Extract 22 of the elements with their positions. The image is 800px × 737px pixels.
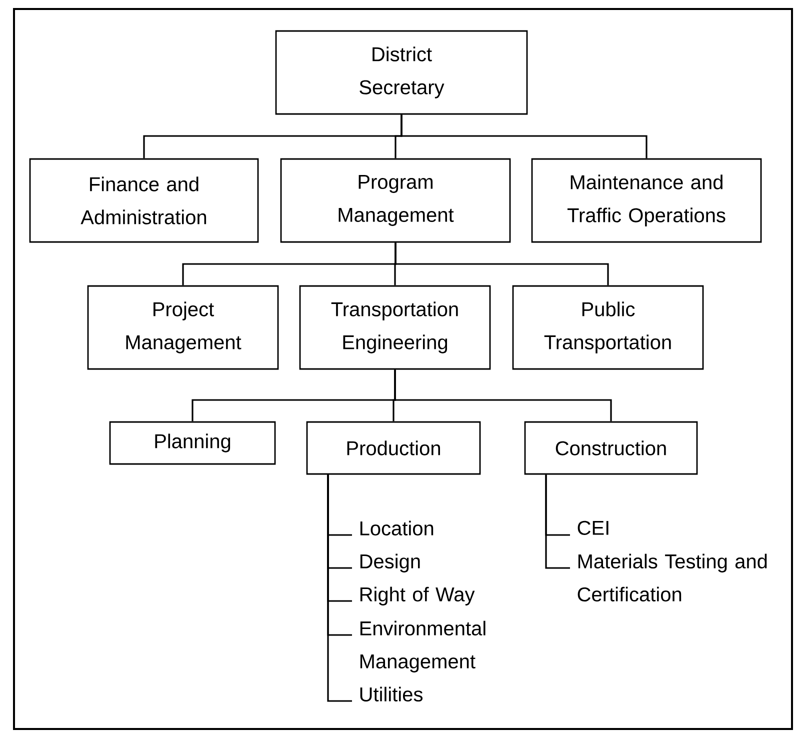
list-item: Materials Testing and Certification: [578, 554, 767, 602]
org-box: Production: [306, 421, 481, 475]
list-item: Environmental Management: [360, 620, 486, 672]
list-item: Design: [360, 554, 420, 572]
connector-line: [394, 370, 612, 422]
org-box: Finance and Administration: [29, 158, 259, 243]
org-box: Transportation Engineering: [299, 285, 491, 370]
list-item: Right of Way: [360, 586, 475, 606]
org-box: Project Management: [87, 285, 279, 370]
list-item: Location: [360, 520, 434, 536]
org-box: Maintenance and Traffic Operations: [531, 158, 762, 243]
connector-line: [400, 114, 648, 158]
branch-line: [545, 474, 570, 569]
org-box: Program Management: [280, 158, 511, 243]
list-item: Utilities: [360, 686, 423, 702]
org-box: Planning: [109, 421, 276, 465]
connector-line: [394, 242, 609, 286]
list-item: CEI: [578, 520, 608, 535]
org-box: Construction: [524, 421, 698, 475]
branch-line: [327, 474, 352, 702]
org-box: District Secretary: [275, 30, 528, 115]
org-box: Public Transportation: [512, 285, 704, 370]
